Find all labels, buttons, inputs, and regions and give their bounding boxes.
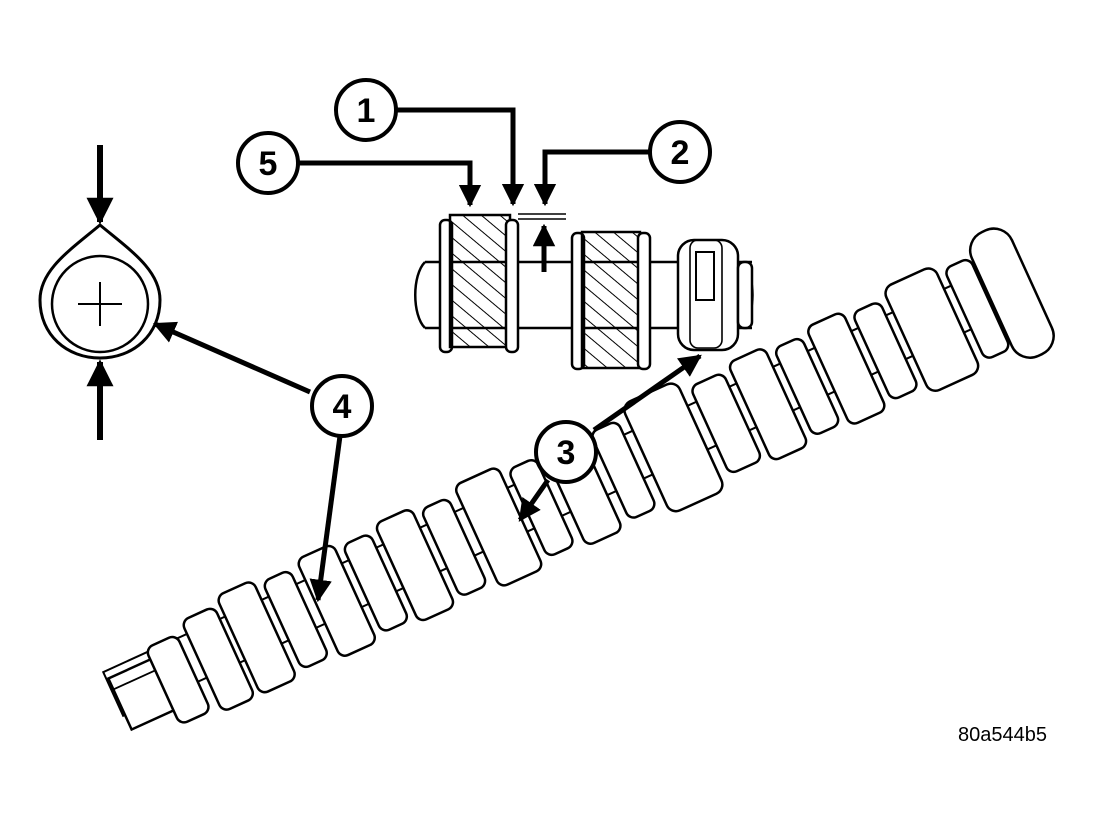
lobe-cross-section <box>38 145 162 440</box>
full-camshaft <box>101 227 1055 732</box>
journal-bearing-surface <box>448 213 512 349</box>
leader-5 <box>298 160 482 208</box>
callout-3-label: 3 <box>557 434 576 472</box>
leader-3-top <box>592 353 702 433</box>
callout-4: 4 <box>310 374 374 438</box>
callout-2-label: 2 <box>671 134 690 172</box>
camshaft-detail-view <box>414 213 754 371</box>
figure-reference-code: 80a544b5 <box>958 724 1047 746</box>
leader-1 <box>396 107 525 207</box>
leader-lines <box>152 107 702 603</box>
leader-4-top <box>152 321 312 395</box>
journal2-bearing-surface <box>580 230 642 370</box>
callout-1-label: 1 <box>357 92 376 130</box>
leader-2 <box>533 149 650 207</box>
callout-3: 3 <box>534 420 598 484</box>
callout-2: 2 <box>648 120 712 184</box>
leader-4-bottom <box>309 435 343 603</box>
callout-5: 5 <box>236 131 300 195</box>
callout-5-label: 5 <box>259 145 278 183</box>
journal-flange-right <box>504 218 520 354</box>
journal2-flange-right <box>636 231 652 371</box>
callout-1: 1 <box>334 78 398 142</box>
callout-4-label: 4 <box>333 388 352 426</box>
leader-3-bottom <box>517 478 551 522</box>
